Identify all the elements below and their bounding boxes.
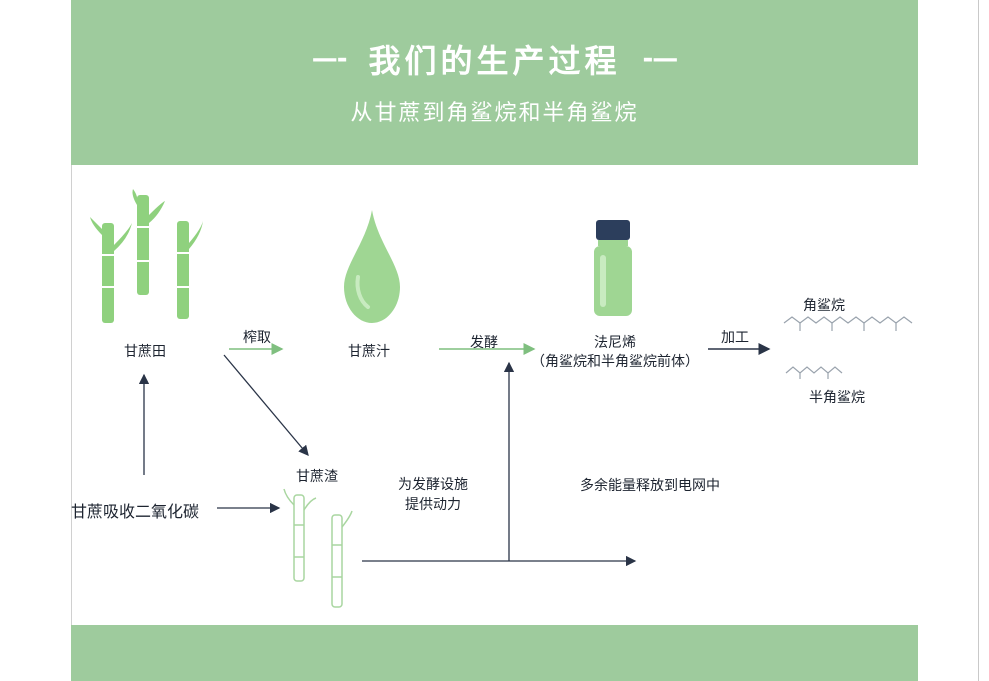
page-title: 我们的生产过程: [368, 42, 621, 80]
label-farnesene-note: （角鲨烷和半角鲨烷前体）: [531, 354, 699, 370]
juice-drop-icon: [344, 210, 400, 323]
label-farnesene: 法尼烯: [594, 335, 636, 351]
label-co2-absorb: 甘蔗吸收二氧化碳: [71, 502, 200, 521]
header-banner: —- 我们的生产过程 -— 从甘蔗到角鲨烷和半角鲨烷: [71, 0, 918, 165]
title-row: —- 我们的生产过程 -—: [71, 36, 918, 82]
label-excess-energy: 多余能量释放到电网中: [580, 478, 720, 494]
label-power-line2: 提供动力: [405, 497, 461, 513]
window-edge: [978, 0, 979, 681]
label-squalane: 角鲨烷: [803, 298, 845, 314]
label-hemisqualane: 半角鲨烷: [809, 390, 865, 406]
label-sugarcane-field: 甘蔗田: [124, 344, 166, 360]
bagasse-icon: [283, 488, 353, 608]
footer-banner: [71, 625, 918, 681]
label-power-line1: 为发酵设施: [398, 477, 468, 493]
title-dash-left: —-: [311, 44, 348, 74]
label-ferment: 发酵: [470, 335, 498, 351]
process-diagram: 甘蔗田 甘蔗汁 法尼烯 （角鲨烷和半角鲨烷前体） 角鲨烷 半角鲨烷 甘蔗渣 甘蔗…: [71, 165, 918, 625]
hemisqualane-molecule-icon: [785, 366, 843, 379]
farnesene-bottle-icon: [594, 220, 632, 316]
label-sugarcane-juice: 甘蔗汁: [348, 344, 390, 360]
page-subtitle: 从甘蔗到角鲨烷和半角鲨烷: [350, 101, 639, 126]
arrow-field-to-bagasse: [223, 354, 309, 456]
sugarcane-field-icon: [90, 189, 203, 323]
label-process: 加工: [721, 330, 749, 346]
diagram-canvas: [90, 189, 913, 608]
label-bagasse: 甘蔗渣: [296, 469, 338, 485]
squalane-molecule-icon: [783, 316, 913, 331]
label-squeeze: 榨取: [243, 330, 271, 346]
title-dash-right: -—: [642, 44, 679, 74]
